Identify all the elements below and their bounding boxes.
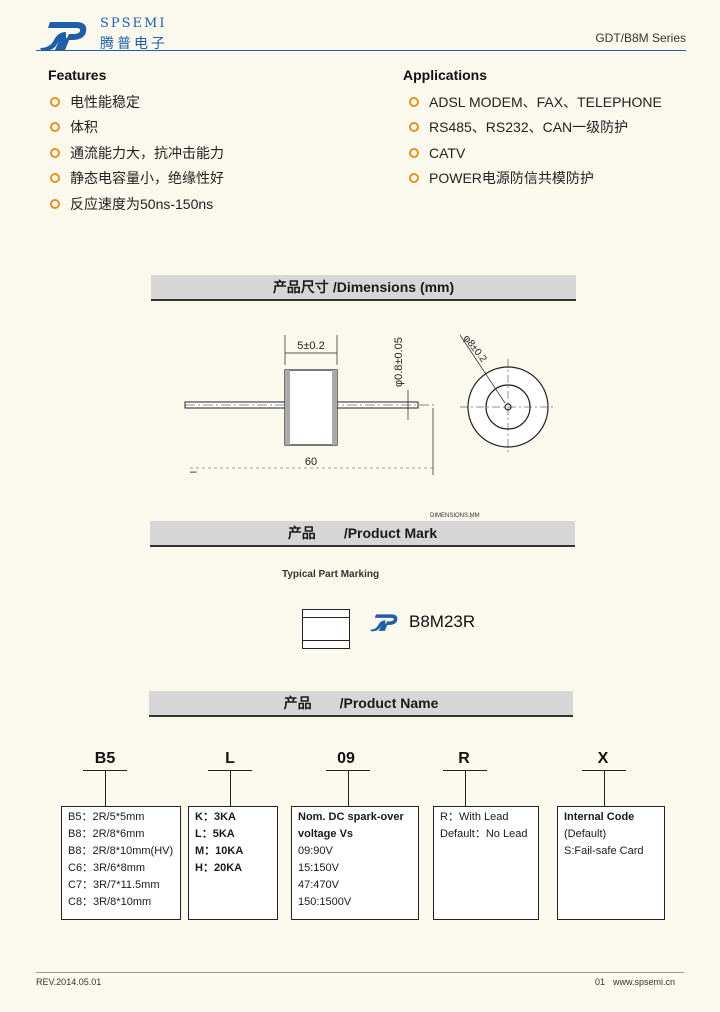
code-internal: X	[597, 750, 609, 767]
feature-item: 电性能稳定	[50, 89, 224, 115]
code-connector	[105, 770, 106, 806]
internal-code-box: Internal Code (Default) S:Fail-safe Card	[557, 806, 665, 920]
code-connector	[348, 770, 349, 806]
series-label: GDT/B8M Series	[595, 31, 686, 45]
product-name-header: 产品/Product Name	[149, 691, 573, 717]
application-item: POWER电源防信共模防护	[409, 166, 662, 192]
marking-device-outline	[302, 609, 350, 649]
feature-item: 体积	[50, 115, 224, 141]
feature-item: 通流能力大，抗冲击能力	[50, 140, 224, 166]
dimensions-drawing: 5±0.2 φ0.8±0.05 – 60 φ8±0.2 DIMENSIONS:M…	[184, 333, 556, 519]
code-series: B5	[94, 750, 116, 767]
current-options-box: K：3KA L：5KA M：10KA H：20KA	[188, 806, 278, 920]
header-divider	[36, 50, 686, 51]
bullet-icon	[50, 96, 60, 107]
bullet-icon	[409, 122, 419, 133]
applications-list: ADSL MODEM、FAX、TELEPHONE RS485、RS232、CAN…	[409, 89, 662, 191]
lead-diameter-label: φ0.8±0.05	[393, 337, 405, 387]
dimensions-header: 产品尺寸/Dimensions (mm)	[151, 275, 576, 301]
application-item: RS485、RS232、CAN一级防护	[409, 115, 662, 141]
bullet-icon	[409, 147, 419, 158]
voltage-options-box: Nom. DC spark-over voltage Vs 09:90V 15:…	[291, 806, 419, 920]
width-dimension-label: 5±0.2	[297, 340, 324, 352]
code-lead: R	[458, 750, 470, 767]
revision-label: REV.2014.05.01	[36, 977, 102, 987]
features-title: Features	[48, 67, 107, 83]
code-connector	[604, 770, 605, 806]
bullet-icon	[50, 198, 60, 209]
brand-name-cn: 腾普电子	[100, 35, 168, 51]
svg-text:–: –	[190, 464, 197, 478]
product-mark-header: 产品/Product Mark	[150, 521, 575, 547]
series-options-box: B5：2R/5*5mm B8：2R/8*6mm B8：2R/8*10mm(HV)…	[61, 806, 181, 920]
body-diameter-label: φ8±0.2	[461, 333, 489, 365]
code-current: L	[225, 750, 235, 767]
application-item: ADSL MODEM、FAX、TELEPHONE	[409, 89, 662, 115]
feature-item: 静态电容量小，绝缘性好	[50, 166, 224, 192]
code-connector	[230, 770, 231, 806]
code-voltage: 09	[337, 750, 355, 767]
marking-logo-icon	[370, 614, 398, 632]
bullet-icon	[50, 147, 60, 158]
bullet-icon	[50, 122, 60, 133]
brand-name-en: SPSEMI	[100, 16, 167, 31]
features-list: 电性能稳定 体积 通流能力大，抗冲击能力 静态电容量小，绝缘性好 反应速度为50…	[50, 89, 224, 217]
applications-title: Applications	[403, 67, 488, 83]
bullet-icon	[409, 96, 419, 107]
feature-item: 反应速度为50ns-150ns	[50, 191, 224, 217]
bullet-icon	[409, 173, 419, 184]
application-item: CATV	[409, 140, 662, 166]
page-number: 01	[595, 977, 606, 987]
length-dimension-label: 60	[305, 456, 317, 468]
bullet-icon	[50, 173, 60, 184]
code-connector	[465, 770, 466, 806]
dimensions-note: DIMENSIONS:MM	[430, 513, 480, 519]
typical-marking-label: Typical Part Marking	[282, 569, 380, 580]
gdt-body	[284, 369, 338, 446]
website-link[interactable]: www.spsemi.cn	[613, 977, 676, 987]
marking-text: B8M23R	[409, 612, 476, 631]
lead-options-box: R：With Lead Default：No Lead	[433, 806, 539, 920]
spsemi-logo-icon	[40, 22, 87, 51]
footer-divider	[36, 972, 684, 973]
